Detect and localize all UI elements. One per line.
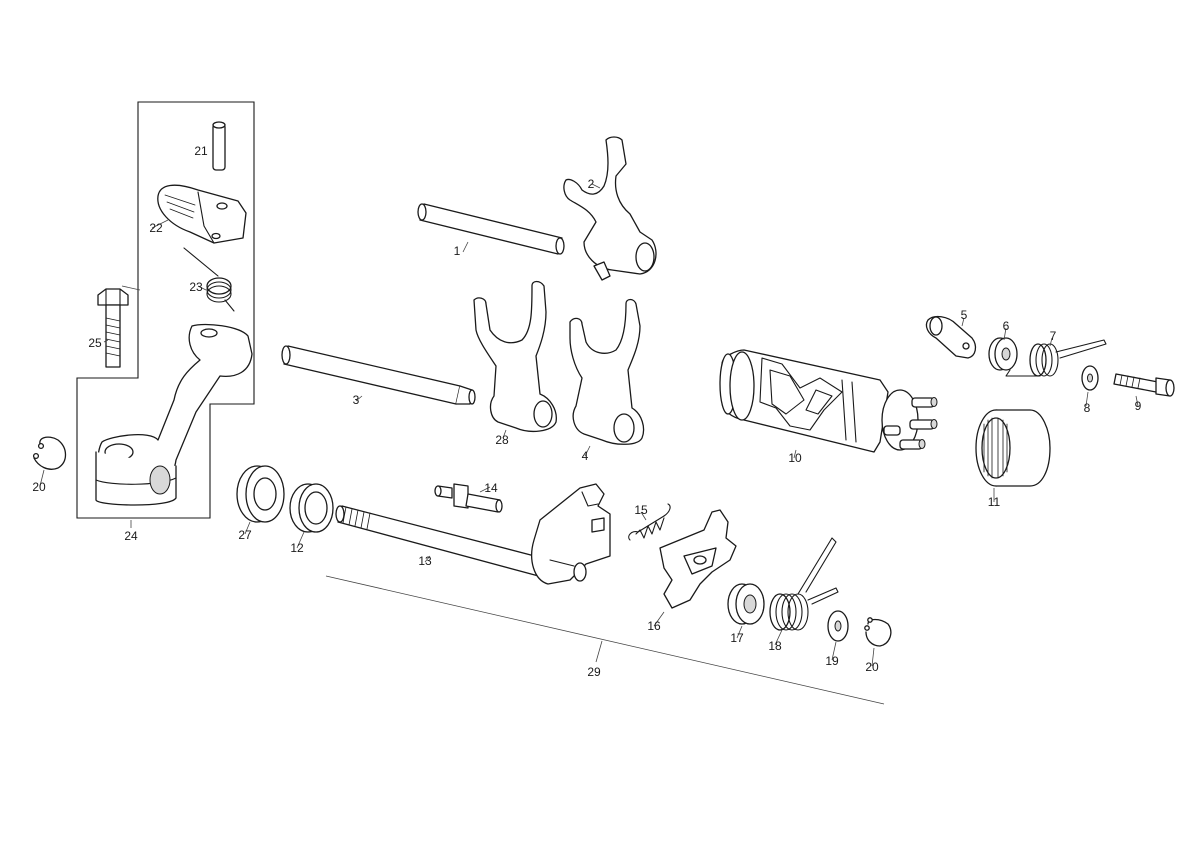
part-6-washer: [988, 337, 1018, 371]
part-label: 14: [484, 481, 498, 495]
part-3-shaft: [281, 345, 476, 405]
part-21-pin: [212, 121, 226, 171]
part-label: 7: [1050, 329, 1057, 343]
part-label: 15: [634, 503, 648, 517]
part-label: 21: [194, 144, 208, 158]
part-16-ratchet-plate: [659, 509, 737, 609]
part-label: 22: [149, 221, 163, 235]
part-15-spring: [628, 503, 671, 541]
part-20-circlip-right: [864, 617, 892, 647]
part-24-shift-lever-arm: [95, 323, 253, 506]
part-label: 13: [418, 554, 432, 568]
part-label: 20: [865, 660, 879, 674]
part-23-spring: [183, 247, 235, 312]
part-27-oil-seal: [236, 465, 285, 523]
part-label: 23: [189, 280, 203, 294]
part-label: 16: [647, 619, 661, 633]
part-19-washer: [827, 610, 849, 642]
part-13-shift-shaft: [335, 483, 611, 585]
part-label: 20: [32, 480, 46, 494]
part-17-bushing: [727, 583, 765, 625]
part-18-torsion-spring: [769, 537, 839, 631]
part-label: 4: [582, 449, 589, 463]
part-7-spring: [1005, 339, 1107, 377]
part-label: 12: [290, 541, 304, 555]
part-label: 28: [495, 433, 509, 447]
part-label: 10: [788, 451, 802, 465]
part-2-shift-fork: [563, 136, 657, 281]
part-label: 9: [1135, 399, 1142, 413]
part-label: 19: [825, 654, 839, 668]
part-1-shaft: [417, 203, 565, 255]
part-label: 11: [988, 495, 1001, 509]
part-label: 17: [730, 631, 744, 645]
part-12-seal: [289, 483, 334, 533]
part-8-washer: [1081, 365, 1099, 391]
inset-box: [76, 101, 255, 519]
part-11-needle-bearing: [975, 409, 1051, 487]
leader-lines: [39, 183, 1139, 667]
part-5-cam-plate: [925, 315, 977, 359]
part-label: 25: [88, 336, 102, 350]
part-label: 6: [1003, 319, 1010, 333]
part-9-bolt: [1113, 373, 1175, 397]
part-10-shift-drum: [719, 349, 938, 453]
part-20-circlip-left: [32, 436, 67, 470]
part-4-shift-fork: [569, 298, 645, 445]
part-label: 29: [587, 665, 601, 679]
part-label: 24: [124, 529, 138, 543]
part-label: 18: [768, 639, 782, 653]
part-28-shift-fork: [473, 280, 557, 433]
part-22-lever-end: [157, 184, 247, 244]
part-labels: 21 22 23 25 24 20 1 2 3 28 4 5 6 7 8 9 1…: [32, 144, 1141, 679]
part-label: 5: [961, 308, 968, 322]
part-label: 1: [454, 244, 461, 258]
part-label: 2: [588, 177, 595, 191]
part-25-bolt: [97, 288, 129, 368]
assembly-29-bracket: [325, 575, 885, 705]
part-label: 3: [353, 393, 360, 407]
part-14-stud: [434, 483, 503, 513]
part-label: 8: [1084, 401, 1091, 415]
part-label: 27: [238, 528, 252, 542]
